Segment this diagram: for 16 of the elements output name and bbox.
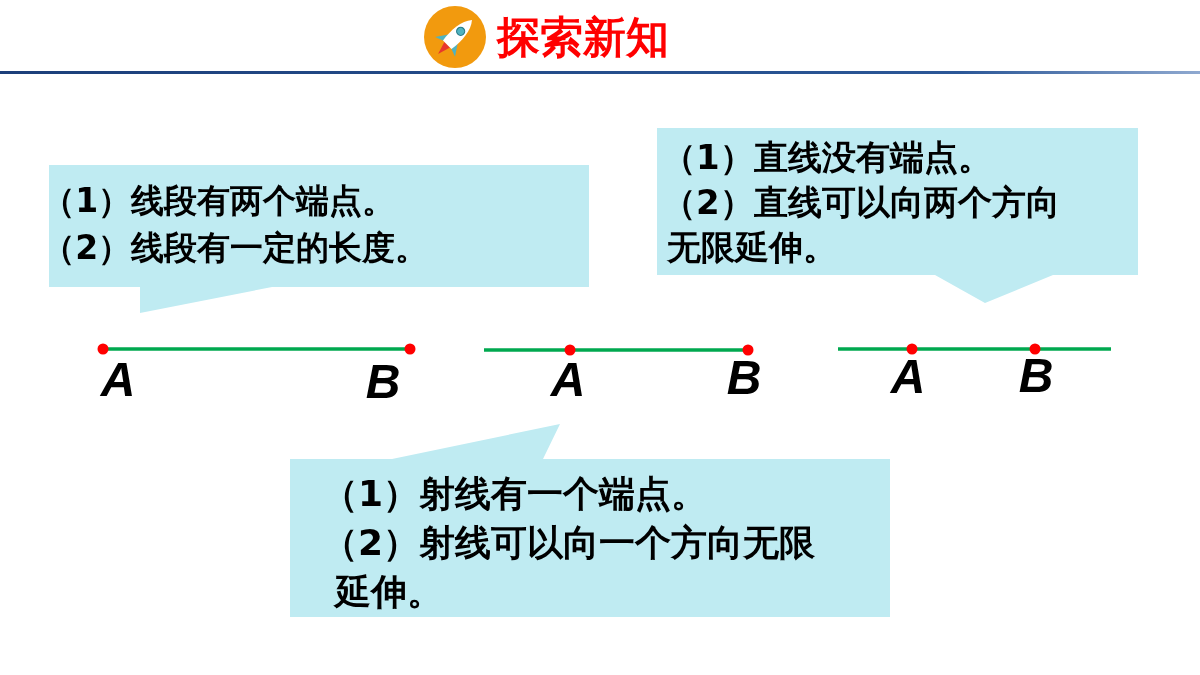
callout-text: （2）射线可以向一个方向无限延伸。 bbox=[335, 521, 817, 614]
point-label: B bbox=[365, 358, 401, 406]
callout-text: （1）直线没有端点。 bbox=[667, 136, 992, 179]
callout-text: （1）射线有一个端点。 bbox=[335, 472, 708, 516]
speech-bubble bbox=[657, 128, 1138, 303]
point-label: A bbox=[550, 356, 586, 404]
point-label: B bbox=[1018, 352, 1054, 400]
point-label: A bbox=[100, 356, 136, 404]
callout-text: （1）线段有两个端点。 bbox=[62, 180, 396, 222]
callout-text: （2）线段有一定的长度。 bbox=[62, 227, 429, 269]
point-label: B bbox=[726, 354, 762, 402]
speech-bubble bbox=[49, 165, 589, 313]
callout-text: （2）直线可以向两个方向无限延伸。 bbox=[667, 181, 1061, 269]
point-label: A bbox=[890, 353, 926, 401]
title-text: 探索新知 bbox=[497, 11, 669, 63]
speech-bubble bbox=[290, 424, 890, 617]
